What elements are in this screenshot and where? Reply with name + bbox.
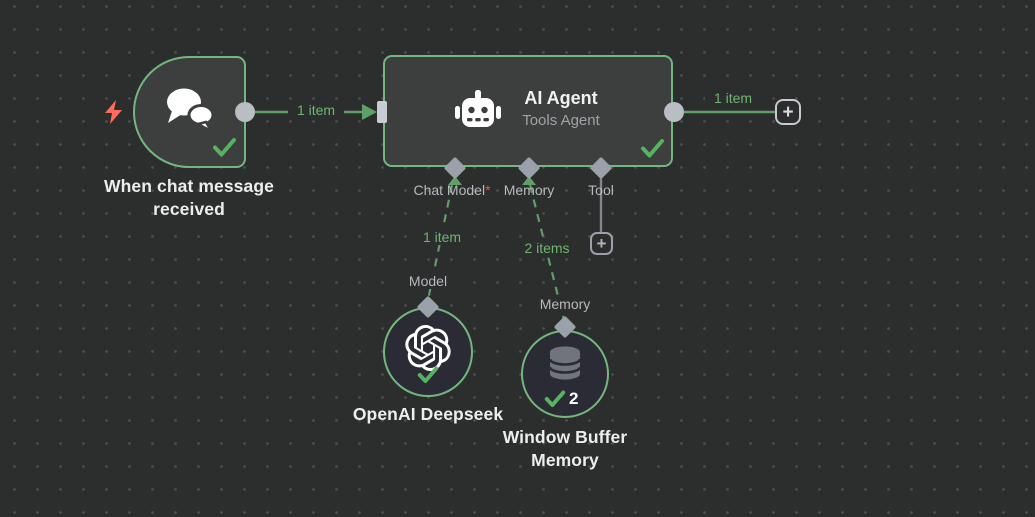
success-checkmark-icon [211,136,238,164]
agent-node-subtitle: Tools Agent [522,112,600,129]
agent-tool-port-label: Tool [588,182,614,198]
openai-logo-icon [405,325,451,376]
trigger-output-port[interactable] [235,102,255,122]
plus-icon: + [782,101,794,123]
add-tool-button[interactable]: + [590,232,613,255]
required-marker: * [485,182,491,198]
plus-icon: + [596,234,607,253]
run-count: 2 [569,389,579,408]
agent-node-title: AI Agent [524,88,598,108]
robot-icon [453,88,503,139]
success-checkmark-icon [639,137,666,165]
chat-bubbles-icon [160,85,220,140]
openai-model-port-label: Model [398,273,458,289]
database-icon [547,346,583,385]
memory-port-label: Memory [525,296,605,312]
connection-item-count: 1 item [288,102,344,118]
agent-memory-port-label: Memory [503,182,555,198]
success-checkmark-icon [544,390,566,408]
connection-item-count: 2 items [517,240,577,256]
connection-item-count: 1 item [414,229,470,245]
success-checkmark-icon [416,365,440,390]
add-node-button[interactable]: + [775,99,801,125]
lightning-bolt-icon [103,100,124,130]
agent-input-port[interactable] [377,101,387,123]
trigger-node-label: When chat message received [104,176,274,219]
node-openai-deepseek[interactable] [383,307,473,397]
connection-item-count: 1 item [705,90,761,106]
agent-output-port[interactable] [664,102,684,122]
openai-node-label: OpenAI Deepseek [352,404,504,424]
memory-node-label: Window Buffer Memory [502,427,628,470]
memory-run-status: 2 [543,389,578,409]
